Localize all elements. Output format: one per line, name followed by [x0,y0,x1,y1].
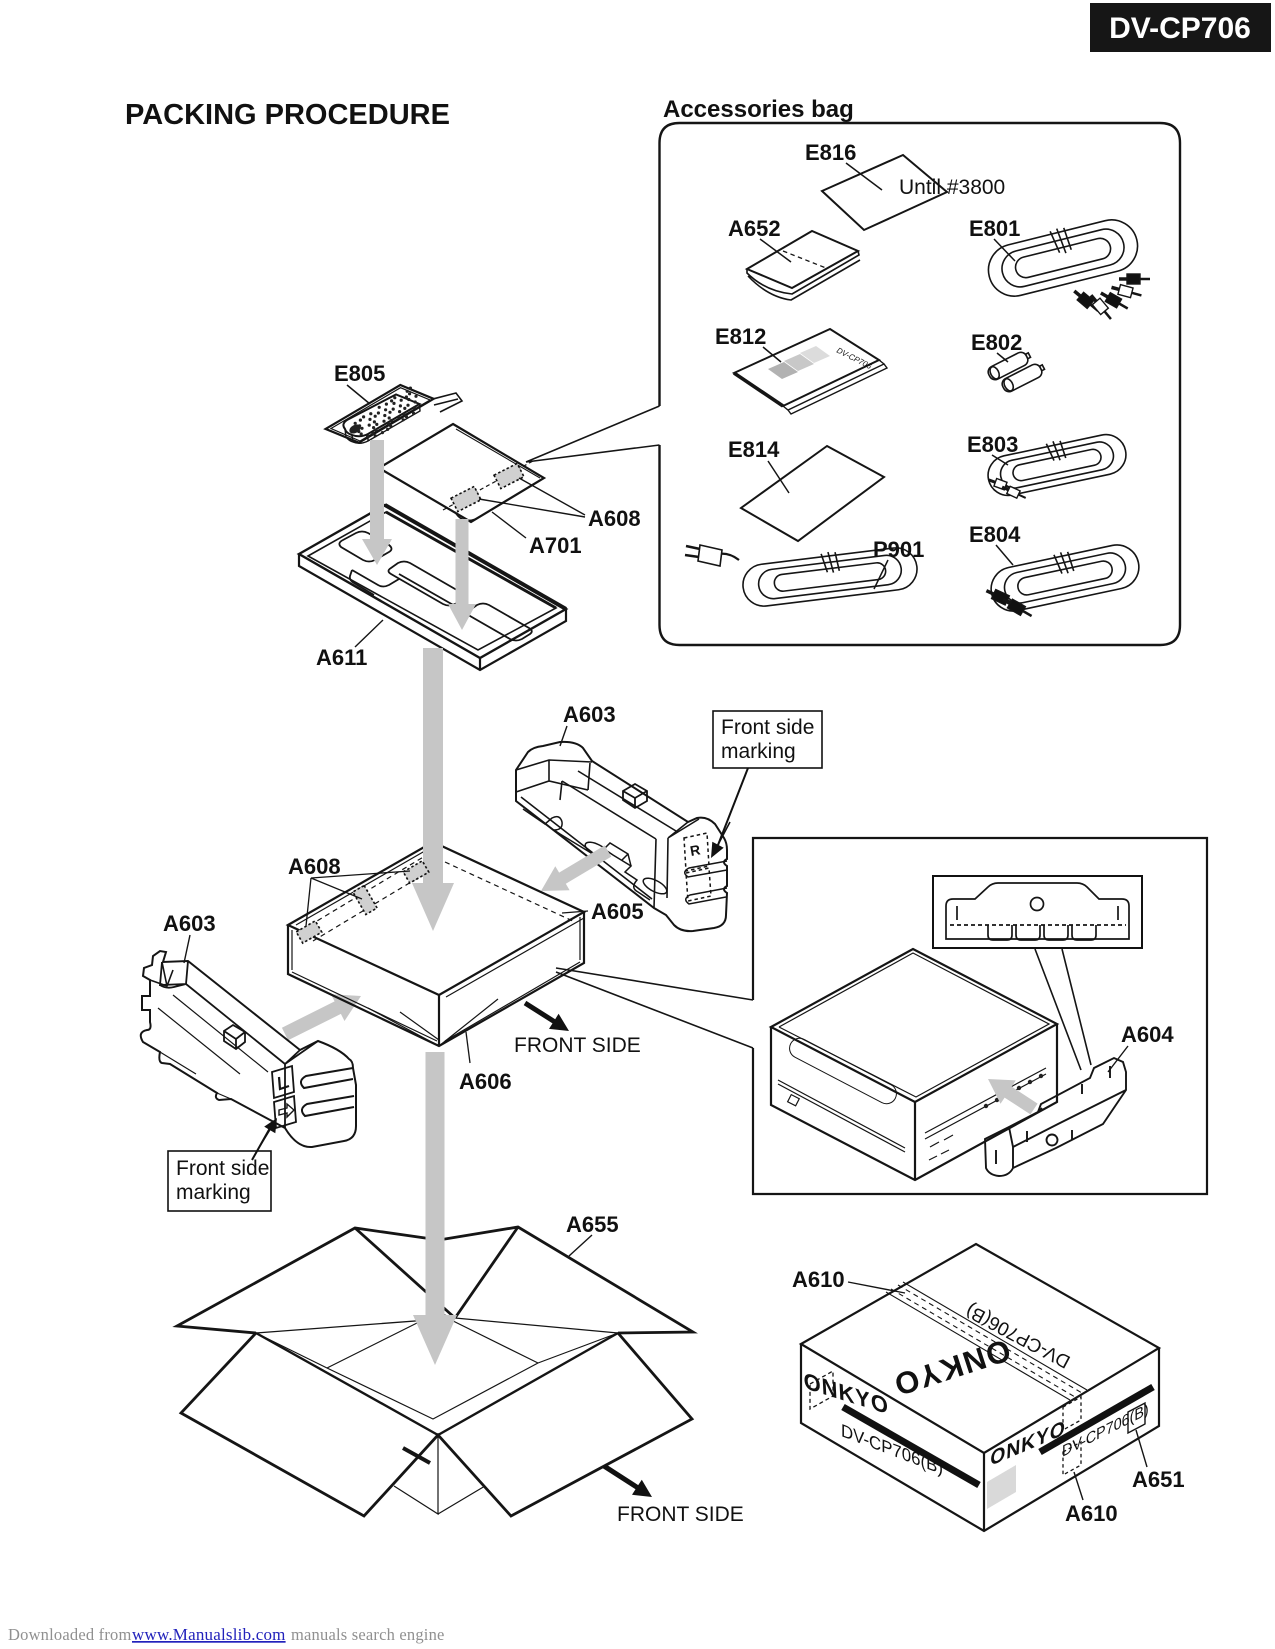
svg-text:FRONT SIDE: FRONT SIDE [514,1034,641,1057]
svg-text:PACKING PROCEDURE: PACKING PROCEDURE [125,99,450,131]
svg-text:A604: A604 [1121,1022,1174,1047]
svg-text:A603: A603 [563,702,616,727]
svg-text:A651: A651 [1132,1467,1185,1492]
svg-text:E802: E802 [971,330,1022,355]
svg-text:Downloaded from: Downloaded from [8,1625,132,1644]
svg-text:E812: E812 [715,324,766,349]
svg-text:Until #3800: Until #3800 [899,176,1005,199]
svg-text:A701: A701 [529,533,582,558]
svg-text:A605: A605 [591,899,644,924]
svg-text:Front side: Front side [721,716,814,739]
svg-text:A606: A606 [459,1069,512,1094]
svg-text:A610: A610 [792,1267,845,1292]
svg-text:FRONT SIDE: FRONT SIDE [617,1503,744,1526]
svg-text:R: R [689,841,702,859]
svg-text:DV-CP706: DV-CP706 [1109,12,1251,45]
svg-text:E803: E803 [967,432,1018,457]
svg-text:E801: E801 [969,216,1020,241]
svg-text:manuals search engine: manuals search engine [291,1625,445,1644]
svg-text:A608: A608 [288,854,341,879]
svg-text:A608: A608 [588,506,641,531]
svg-text:Front side: Front side [176,1157,269,1180]
svg-text:marking: marking [721,740,796,763]
svg-text:E804: E804 [969,522,1021,547]
svg-text:marking: marking [176,1181,251,1204]
svg-text:A652: A652 [728,216,781,241]
svg-text:E816: E816 [805,140,856,165]
svg-text:A610: A610 [1065,1501,1118,1526]
svg-text:E814: E814 [728,437,780,462]
svg-text:A611: A611 [316,645,367,670]
svg-text:E805: E805 [334,361,385,386]
svg-text:A655: A655 [566,1212,619,1237]
svg-text:www.Manualslib.com: www.Manualslib.com [132,1625,286,1644]
svg-text:A603: A603 [163,911,216,936]
svg-text:P901: P901 [873,537,924,562]
svg-text:Accessories bag: Accessories bag [663,96,854,123]
